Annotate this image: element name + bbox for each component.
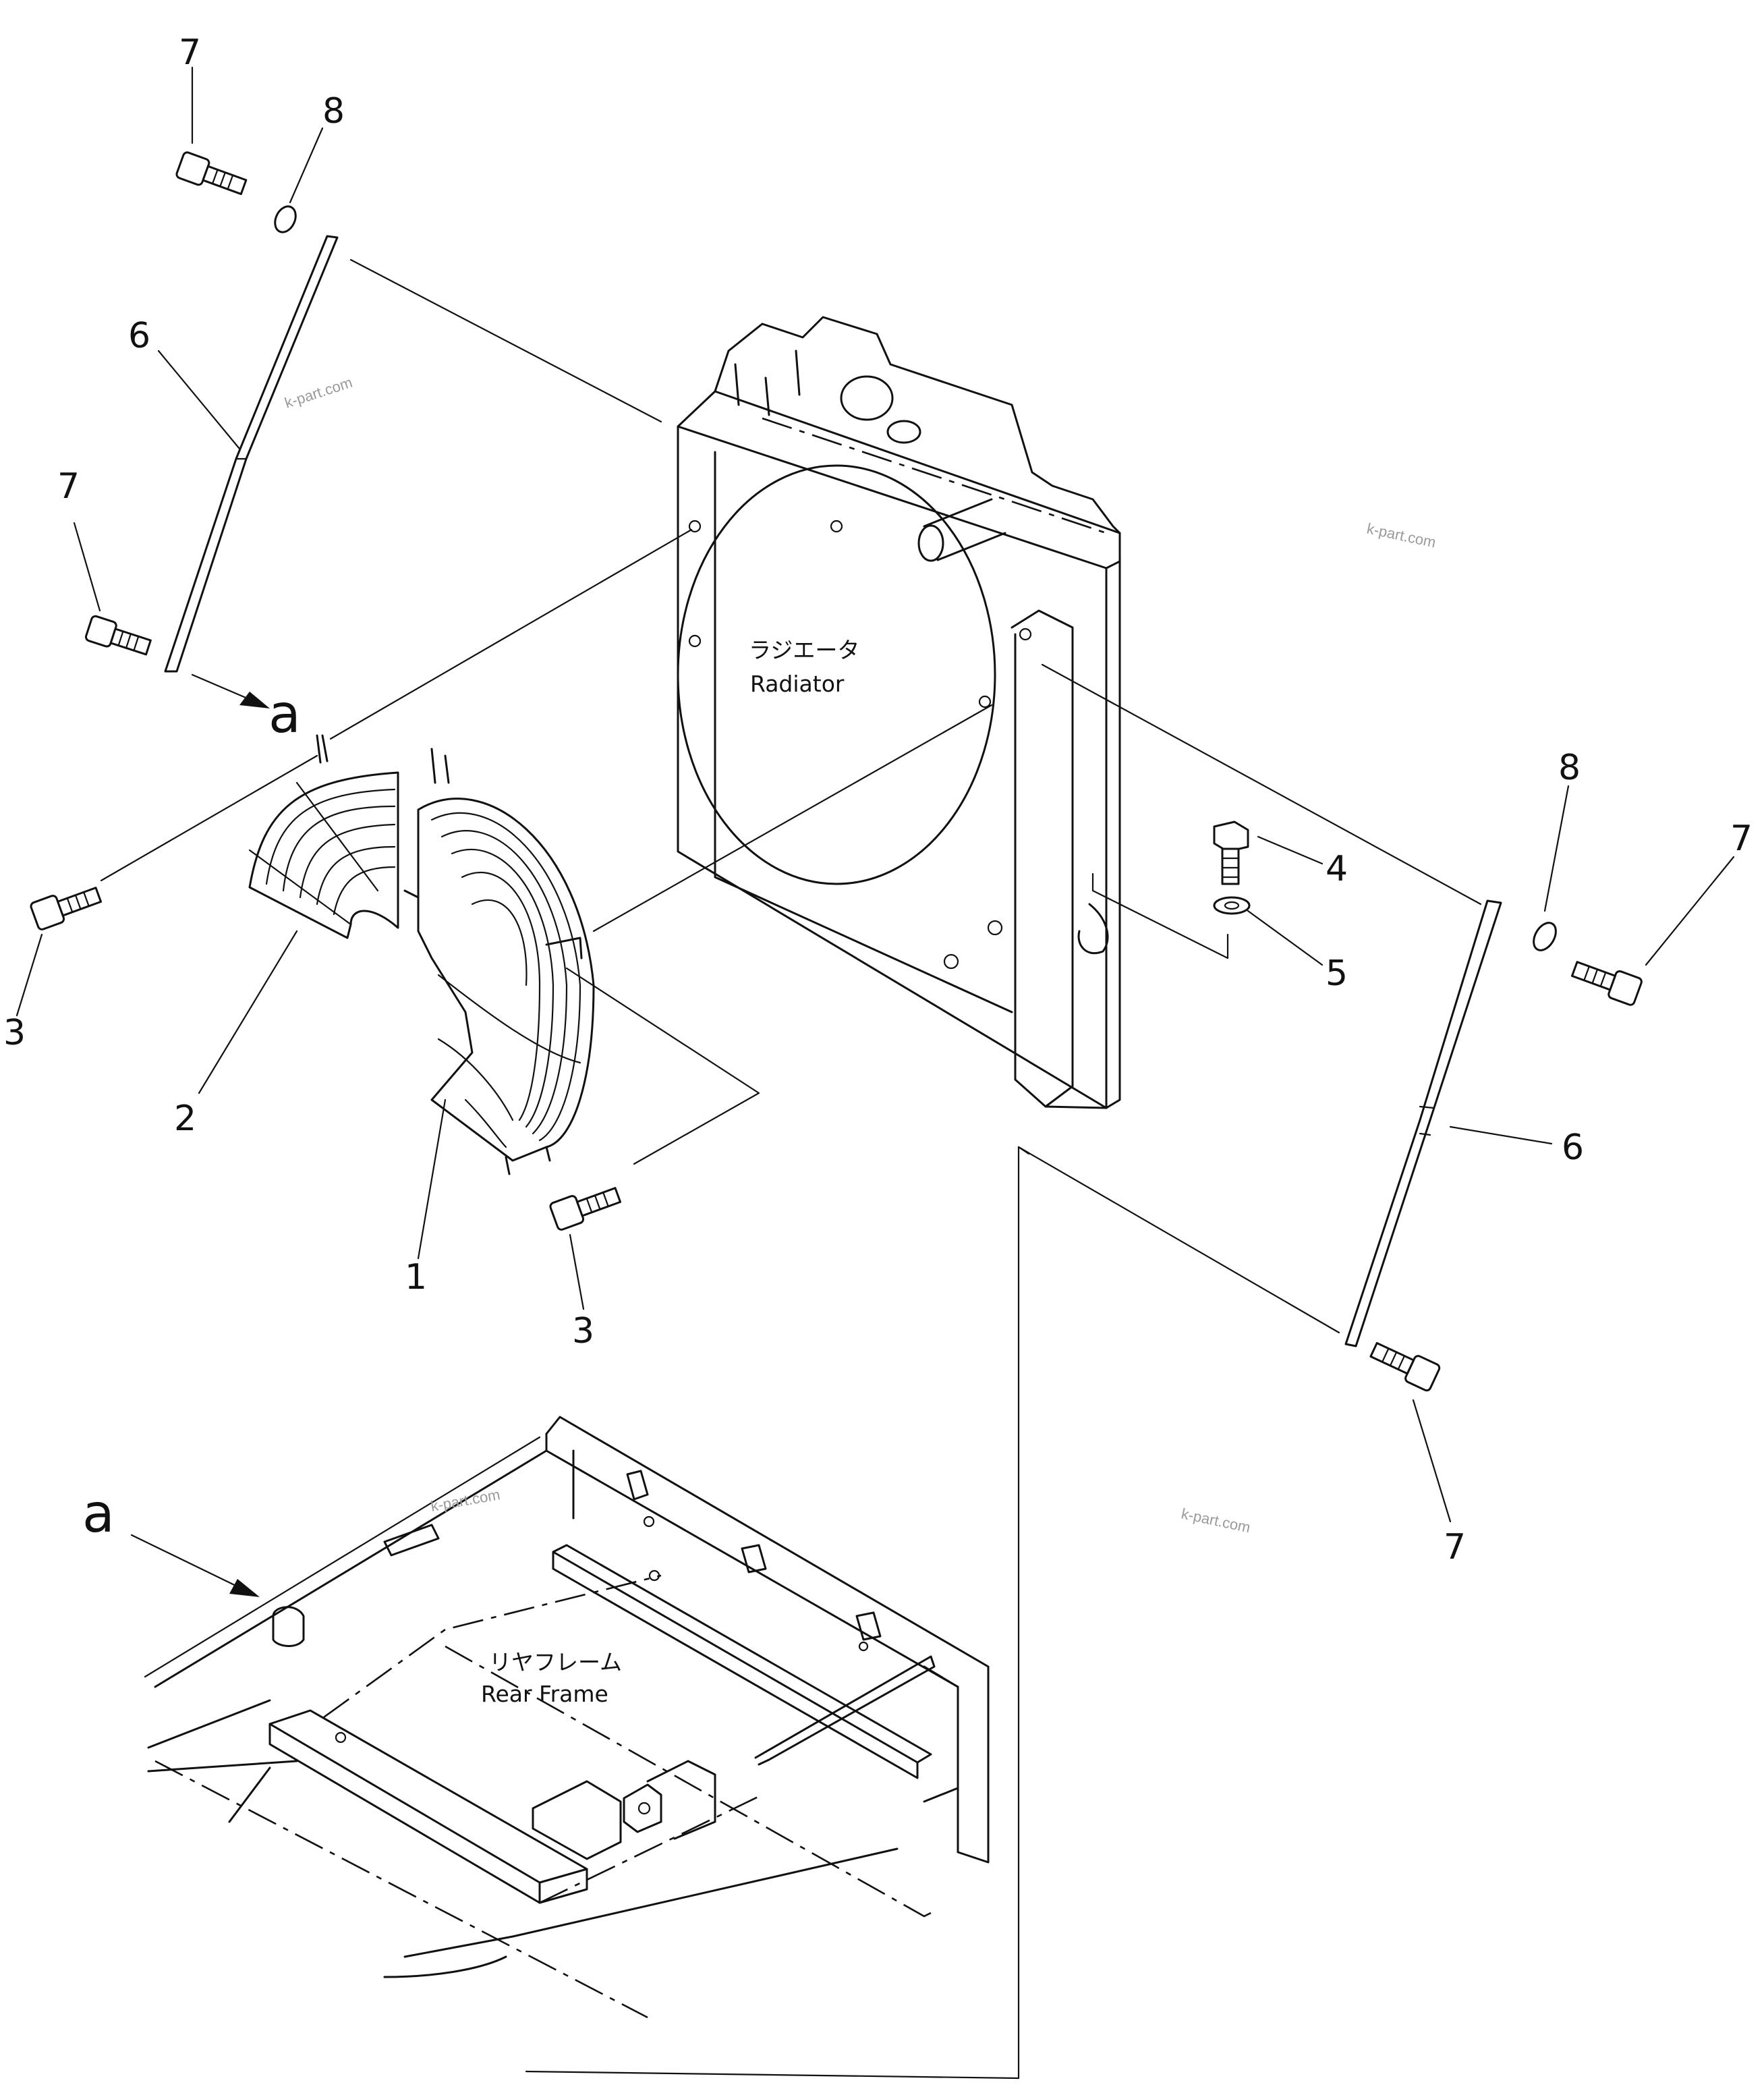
bolt-7-bottom-right bbox=[1369, 1341, 1441, 1392]
callout-leaders bbox=[16, 66, 1735, 1523]
bolt-7-top-left bbox=[175, 151, 248, 196]
stay-right bbox=[1344, 899, 1502, 1347]
radiator-label-jp: ラジエータ bbox=[749, 637, 859, 663]
view-mark-a-lower: a bbox=[82, 1484, 115, 1544]
callout-3-bottom: 3 bbox=[572, 1311, 594, 1352]
washer-8-right bbox=[1533, 922, 1557, 951]
watermark-1: k-part.com bbox=[283, 374, 355, 412]
assembly-lines bbox=[100, 258, 1482, 2080]
callout-6-left: 6 bbox=[128, 316, 150, 356]
fan-shroud-part-2 bbox=[248, 734, 450, 939]
callout-7-top-left: 7 bbox=[179, 32, 201, 73]
watermark-2: k-part.com bbox=[1365, 520, 1438, 551]
bolt-3-left bbox=[30, 887, 103, 930]
callout-7-right: 7 bbox=[1730, 818, 1753, 859]
stay-left bbox=[164, 235, 339, 673]
callout-4: 4 bbox=[1326, 849, 1348, 889]
callout-2: 2 bbox=[174, 1098, 196, 1139]
rear-frame-label-en: Rear Frame bbox=[481, 1681, 608, 1707]
callout-1: 1 bbox=[405, 1257, 427, 1298]
view-mark-a-upper: a bbox=[268, 684, 301, 745]
watermark-3: k-part.com bbox=[430, 1486, 502, 1515]
radiator: ラジエータ Radiator bbox=[677, 316, 1121, 1109]
callout-6-right: 6 bbox=[1562, 1127, 1584, 1168]
rear-frame-label-jp: リヤフレーム bbox=[489, 1649, 622, 1675]
callout-8-top-left: 8 bbox=[322, 91, 345, 132]
washer-5 bbox=[1213, 896, 1251, 915]
bolt-7-mid-left bbox=[84, 615, 152, 656]
callout-8-right: 8 bbox=[1558, 748, 1581, 788]
radiator-label-en: Radiator bbox=[750, 671, 845, 697]
callout-3-left: 3 bbox=[3, 1013, 26, 1053]
callout-5: 5 bbox=[1326, 953, 1348, 994]
rear-frame: リヤフレーム Rear Frame bbox=[144, 1416, 990, 2019]
washer-8-top-left bbox=[274, 205, 297, 233]
callout-7-mid-left: 7 bbox=[57, 466, 80, 507]
fan-shroud-part-1 bbox=[403, 798, 595, 1175]
bolt-4 bbox=[1213, 820, 1249, 885]
callout-7-bottom-right: 7 bbox=[1444, 1527, 1466, 1567]
bolt-7-right bbox=[1570, 961, 1643, 1006]
callout-numbers: 7 8 6 7 3 2 1 3 4 5 8 7 6 7 bbox=[3, 32, 1753, 1567]
bolt-3-bottom bbox=[549, 1187, 622, 1231]
watermark-4: k-part.com bbox=[1180, 1505, 1252, 1536]
